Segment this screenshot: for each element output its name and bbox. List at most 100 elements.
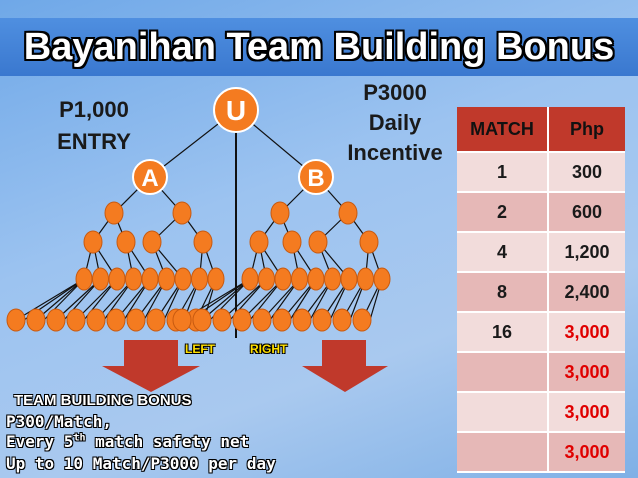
match-cell (457, 392, 549, 433)
tree-node (282, 230, 302, 254)
root-node-label: U (226, 95, 246, 126)
table-row: 3,000 (457, 432, 625, 473)
tree-node (172, 201, 192, 225)
tree-node (66, 308, 86, 332)
tree-node (272, 308, 292, 332)
root-node (213, 87, 259, 133)
tree-node (241, 267, 259, 291)
tree-node (172, 308, 192, 332)
tree-node (104, 201, 124, 225)
tree-node (193, 230, 213, 254)
bonus-title: TEAM BUILDING BONUS (14, 392, 192, 409)
bonus-line-2: Every 5th match safety net (6, 432, 249, 451)
title-banner (0, 18, 638, 76)
bonus-line-2-post: match safety net (85, 432, 250, 451)
daily-incentive: P3000 Daily Incentive (336, 78, 454, 168)
tree-node (312, 308, 332, 332)
tree-node (207, 267, 225, 291)
tree-node (307, 267, 325, 291)
tree-node (83, 230, 103, 254)
tree-node (359, 230, 379, 254)
tree-node (75, 267, 93, 291)
tree-node (292, 308, 312, 332)
tree-node (158, 267, 175, 291)
tree-node (116, 230, 136, 254)
tree-node (352, 308, 372, 332)
tree-node (332, 308, 352, 332)
tree-node (46, 308, 66, 332)
tree-node (308, 230, 328, 254)
tree-node (249, 230, 269, 254)
php-cell: 2,400 (548, 272, 625, 313)
tree-node (252, 308, 272, 332)
php-cell: 1,200 (548, 232, 625, 273)
php-cell: 3,000 (548, 432, 625, 473)
table-row: 3,000 (457, 352, 625, 393)
tree-node (270, 201, 290, 225)
tree-node (26, 308, 46, 332)
tree-node (146, 308, 166, 332)
entry-amount: P1,000 (59, 97, 129, 122)
tree-node (86, 308, 106, 332)
match-cell (457, 432, 549, 473)
tree-node (6, 308, 26, 332)
entry-fee: P1,000 ENTRY (34, 94, 154, 158)
page-title: Bayanihan Team Building Bonus (23, 26, 615, 68)
match-cell: 16 (457, 312, 549, 353)
bonus-line-2-sup: th (73, 432, 86, 444)
incentive-label: Incentive (347, 140, 443, 165)
php-cell: 300 (548, 152, 625, 193)
tree-node (232, 308, 252, 332)
table-row: 3,000 (457, 392, 625, 433)
tree-node (340, 267, 358, 291)
incentive-daily: Daily (368, 110, 422, 135)
right-node-b (298, 159, 334, 195)
right-node-b-label: B (307, 165, 324, 192)
php-cell: 600 (548, 192, 625, 233)
right-down-arrow (302, 340, 388, 392)
php-cell: 3,000 (548, 352, 625, 393)
left-node-a-label: A (141, 165, 158, 192)
tree-node (258, 267, 275, 291)
left-label: LEFT (185, 342, 215, 356)
match-cell: 2 (457, 192, 549, 233)
left-down-arrow (102, 340, 200, 392)
tree-node (108, 267, 126, 291)
tree-node (192, 308, 212, 332)
header-php: Php (548, 107, 625, 153)
tree-node (126, 308, 146, 332)
tree-node (338, 201, 358, 225)
match-cell: 1 (457, 152, 549, 193)
match-cell: 8 (457, 272, 549, 313)
right-label: RIGHT (250, 342, 288, 356)
tree-node (106, 308, 126, 332)
tree-node (324, 267, 341, 291)
left-node-a (132, 159, 168, 195)
tree-node (357, 267, 374, 291)
bonus-line-2-pre: Every 5 (6, 432, 74, 451)
tree-node (125, 267, 142, 291)
entry-label: ENTRY (57, 129, 131, 154)
tree-node (92, 267, 109, 291)
tree-node (141, 267, 159, 291)
tree-node (291, 267, 308, 291)
match-cell: 4 (457, 232, 549, 273)
tree-node (274, 267, 292, 291)
php-cell: 3,000 (548, 392, 625, 433)
tree-node (174, 267, 192, 291)
tree-node (142, 230, 162, 254)
tree-node (191, 267, 208, 291)
bonus-line-3: Up to 10 Match/P3000 per day (6, 454, 276, 473)
bonus-line-1: P300/Match, (6, 412, 112, 431)
incentive-amount: P3000 (363, 80, 427, 105)
php-cell: 3,000 (548, 312, 625, 353)
tree-node (212, 308, 232, 332)
